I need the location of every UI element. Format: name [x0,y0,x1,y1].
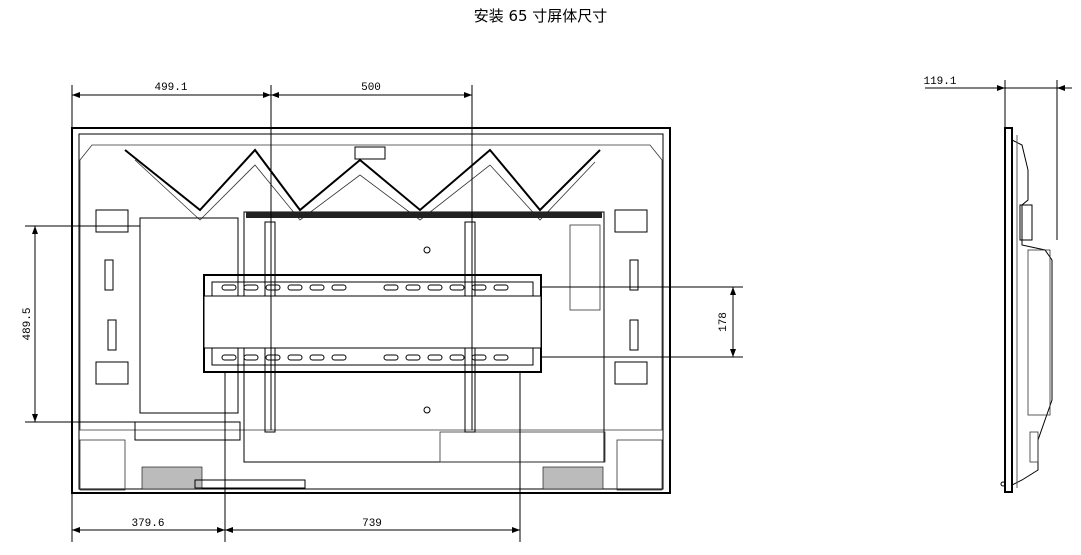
dim-379-6: 379.6 [131,518,164,530]
dim-500: 500 [361,82,381,94]
dim-739: 739 [362,518,382,530]
drawing-title: 安装 65 寸屏体尺寸 [473,7,608,25]
wall-mount-bracket [203,274,542,373]
screen-back-view [71,127,671,494]
dim-119-1: 119.1 [923,76,956,88]
dim-178: 178 [718,312,730,332]
screen-side-view [1000,127,1053,493]
dim-489-5: 489.5 [22,307,34,340]
dim-499-1: 499.1 [154,82,187,94]
dimension-lines [32,85,1072,533]
